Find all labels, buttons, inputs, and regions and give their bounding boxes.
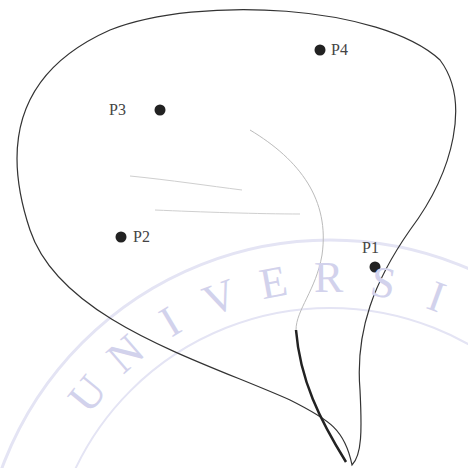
point-dot [116,232,127,243]
urethra-line [296,330,346,462]
organ-outline [17,10,456,465]
point-label: P1 [362,240,379,256]
watermark-ring [48,308,468,468]
point-dot [155,105,166,116]
faint-line [155,210,300,214]
faint-line [130,176,242,190]
point-label: P2 [133,229,150,245]
point-dot [315,45,326,56]
inner-curve [250,130,323,330]
point-label: P3 [109,102,126,118]
watermark-ring [0,240,468,468]
point-label: P4 [331,42,348,58]
